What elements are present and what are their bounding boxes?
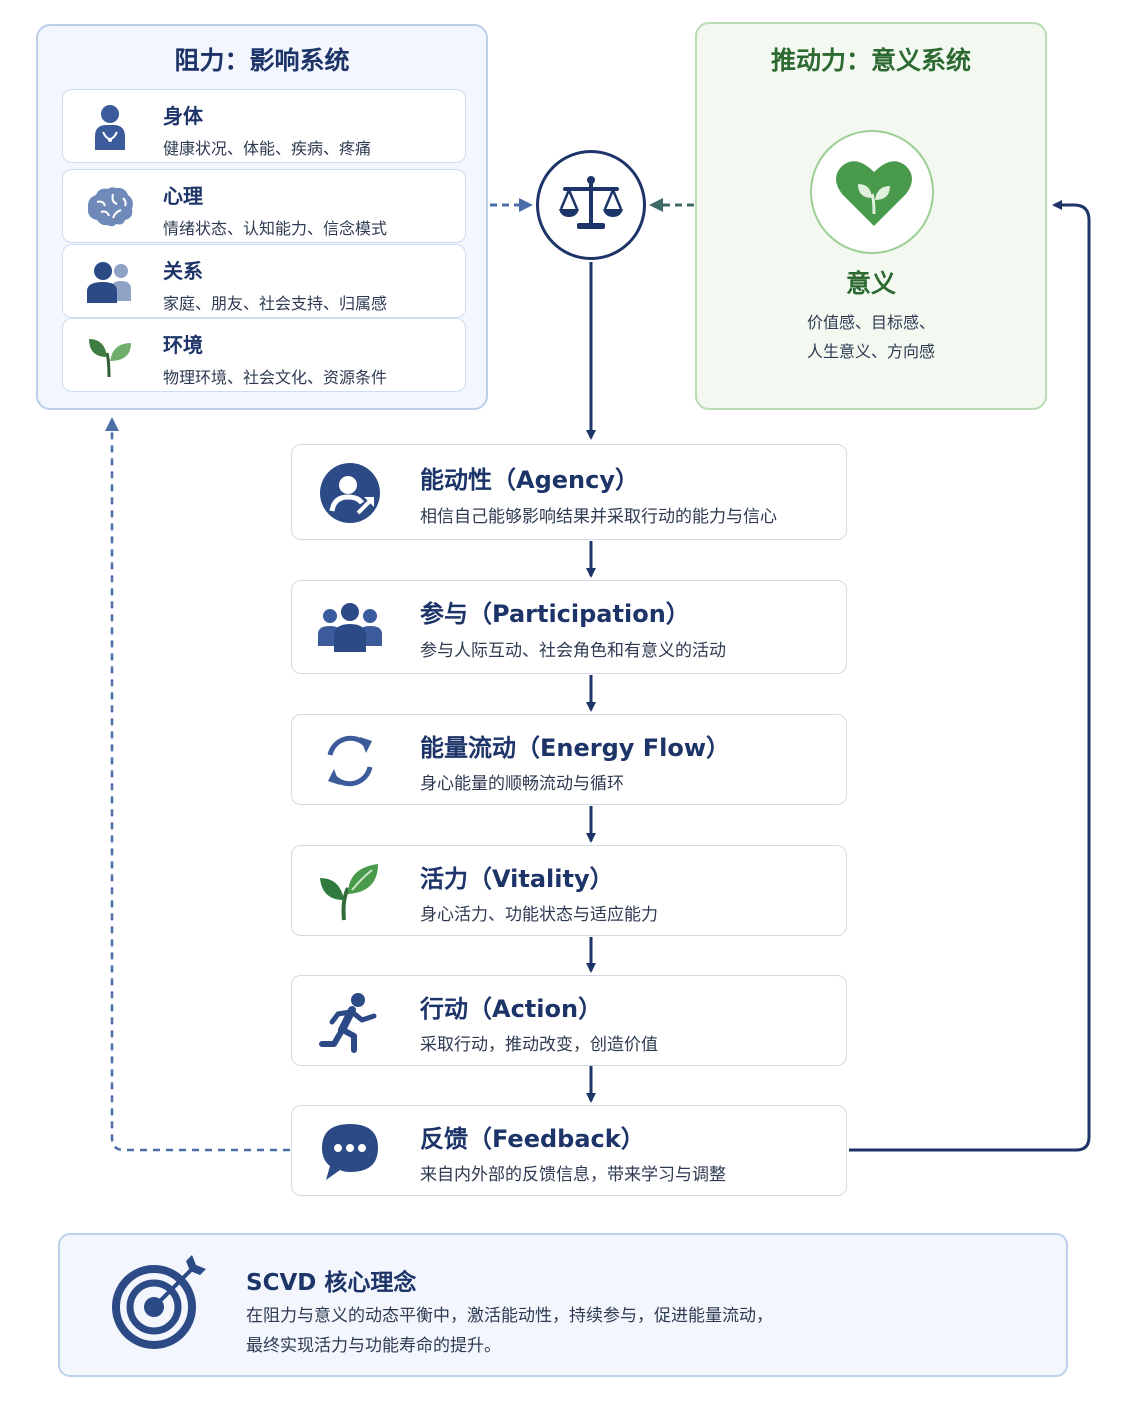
sprout-icon <box>83 331 137 381</box>
group-icon <box>318 596 382 660</box>
factor-title: 心理 <box>163 184 203 208</box>
meaning-title: 意义 <box>845 269 896 298</box>
target-icon <box>112 1253 208 1349</box>
factor-title: 身体 <box>163 104 203 128</box>
heart-icon <box>810 130 934 254</box>
step-desc: 身心活力、功能状态与适应能力 <box>420 905 658 925</box>
step-title: 反馈（Feedback） <box>420 1125 645 1153</box>
factor-environment: 环境 物理环境、社会文化、资源条件 <box>62 318 466 392</box>
resistance-title: 阻力：影响系统 <box>174 46 350 75</box>
runner-icon <box>318 990 382 1054</box>
chat-icon <box>318 1120 382 1184</box>
balance-scale-icon <box>559 176 623 229</box>
person-icon <box>83 102 137 152</box>
agency-icon <box>318 461 382 525</box>
step-title: 能量流动（Energy Flow） <box>420 734 731 762</box>
factor-mind: 心理 情绪状态、认知能力、信念模式 <box>62 169 466 243</box>
step-title: 能动性（Agency） <box>420 466 639 494</box>
leaf-icon <box>318 860 382 924</box>
step-title: 行动（Action） <box>420 995 603 1023</box>
meaning-panel-title: 推动力：意义系统 <box>770 46 971 75</box>
step-energy-flow: 能量流动（Energy Flow） 身心能量的顺畅流动与循环 <box>291 714 847 805</box>
meaning-desc-line1: 价值感、目标感、 <box>806 313 935 332</box>
core-title: SCVD 核心理念 <box>246 1270 417 1296</box>
step-agency: 能动性（Agency） 相信自己能够影响结果并采取行动的能力与信心 <box>291 444 847 540</box>
core-desc-line1: 在阻力与意义的动态平衡中，激活能动性，持续参与，促进能量流动， <box>246 1306 773 1326</box>
brain-icon <box>83 182 137 232</box>
balance-node <box>536 150 646 260</box>
factor-relationship: 关系 家庭、朋友、社会支持、归属感 <box>62 244 466 318</box>
meaning-panel: 推动力：意义系统 意义 价值感、目标感、 人生意义、方向感 <box>695 22 1047 410</box>
people-icon <box>83 257 137 307</box>
factor-title: 环境 <box>163 333 203 357</box>
resistance-panel: 阻力：影响系统 身体 健康状况、体能、疾病、疼痛 心理 情绪状态、认知能力、信念… <box>36 24 488 410</box>
step-title: 活力（Vitality） <box>420 865 614 893</box>
cycle-icon <box>318 729 382 793</box>
factor-title: 关系 <box>163 259 203 283</box>
step-vitality: 活力（Vitality） 身心活力、功能状态与适应能力 <box>291 845 847 936</box>
meaning-desc-line2: 人生意义、方向感 <box>806 342 935 361</box>
core-concept-box: SCVD 核心理念 在阻力与意义的动态平衡中，激活能动性，持续参与，促进能量流动… <box>58 1233 1068 1377</box>
step-desc: 来自内外部的反馈信息，带来学习与调整 <box>420 1165 726 1185</box>
factor-desc: 健康状况、体能、疾病、疼痛 <box>163 139 372 158</box>
step-desc: 参与人际互动、社会角色和有意义的活动 <box>420 641 726 661</box>
step-feedback: 反馈（Feedback） 来自内外部的反馈信息，带来学习与调整 <box>291 1105 847 1196</box>
factor-desc: 物理环境、社会文化、资源条件 <box>163 368 388 387</box>
step-action: 行动（Action） 采取行动，推动改变，创造价值 <box>291 975 847 1066</box>
step-participation: 参与（Participation） 参与人际互动、社会角色和有意义的活动 <box>291 580 847 674</box>
factor-desc: 情绪状态、认知能力、信念模式 <box>163 219 388 238</box>
step-desc: 相信自己能够影响结果并采取行动的能力与信心 <box>420 507 777 527</box>
core-desc-line2: 最终实现活力与功能寿命的提升。 <box>246 1336 501 1356</box>
step-title: 参与（Participation） <box>420 600 690 628</box>
factor-desc: 家庭、朋友、社会支持、归属感 <box>163 294 388 313</box>
step-desc: 采取行动，推动改变，创造价值 <box>420 1035 658 1055</box>
feedback-to-resistance-loop <box>105 417 290 1152</box>
factor-body: 身体 健康状况、体能、疾病、疼痛 <box>62 89 466 163</box>
step-desc: 身心能量的顺畅流动与循环 <box>420 774 624 794</box>
